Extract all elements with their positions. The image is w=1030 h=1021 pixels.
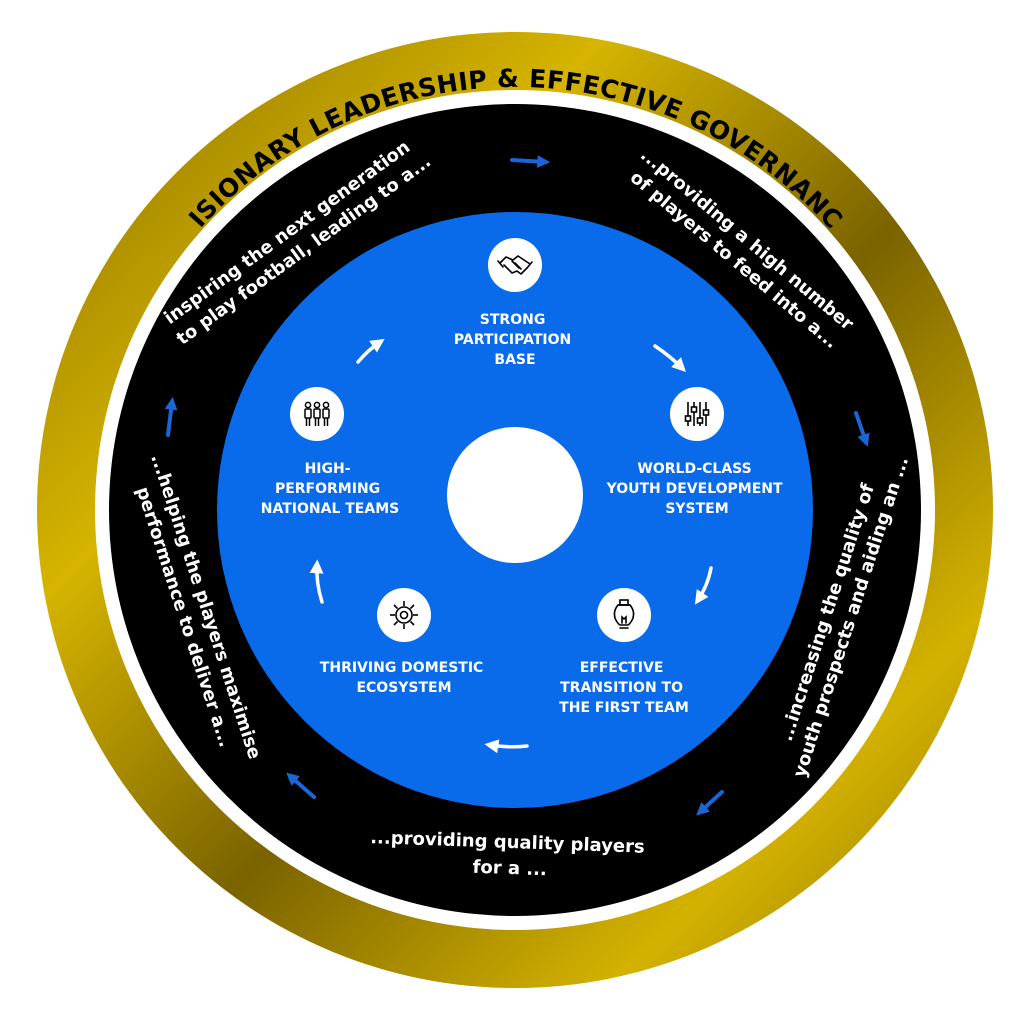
inner-arrow-5 bbox=[309, 559, 324, 604]
inner-arrows bbox=[309, 338, 713, 754]
lightbulb-icon bbox=[613, 599, 635, 629]
inner-arrow-4 bbox=[484, 739, 529, 754]
node-transition: EFFECTIVE TRANSITION TO THE FIRST TEAM bbox=[559, 588, 689, 716]
node-national-line3: NATIONAL TEAMS bbox=[261, 501, 399, 517]
node-youth: WORLD-CLASS YOUTH DEVELOPMENT SYSTEM bbox=[606, 387, 788, 517]
outer-arrow-1 bbox=[510, 155, 551, 168]
node-domestic: THRIVING DOMESTIC ECOSYSTEM bbox=[320, 588, 488, 696]
inner-arrow-2 bbox=[653, 344, 686, 372]
handshake-icon bbox=[497, 255, 533, 275]
team-icon bbox=[304, 401, 330, 426]
svg-text:STRONG PARTICIPATION: STRONG PARTICIPATION BASE bbox=[454, 312, 576, 368]
node-national: HIGH- PERFORMING NATIONAL TEAMS bbox=[261, 387, 399, 517]
statement-s4-line2: for a ... bbox=[472, 857, 547, 881]
svg-text:WORLD-CLASS YOUTH DEVELO: WORLD-CLASS YOUTH DEVELOPMENT SYSTEM bbox=[606, 461, 788, 517]
outer-arrows bbox=[164, 155, 870, 816]
node-national-line2: PERFORMING bbox=[275, 481, 380, 497]
lightbulb-icon-bg bbox=[597, 588, 651, 642]
outer-arrow-4 bbox=[286, 772, 316, 799]
node-participation-line1: STRONG bbox=[480, 312, 546, 328]
center-circle bbox=[447, 427, 583, 563]
svg-text:HIGH- PERFORMING N: HIGH- PERFORMING NATIONAL TEAMS bbox=[261, 461, 399, 517]
node-youth-line2: YOUTH DEVELOPMENT bbox=[606, 481, 783, 497]
node-domestic-line1: THRIVING DOMESTIC bbox=[320, 660, 484, 676]
node-youth-line3: SYSTEM bbox=[665, 501, 728, 517]
inner-arrow-3 bbox=[694, 566, 713, 605]
gear-icon bbox=[390, 601, 418, 629]
node-participation-line3: BASE bbox=[494, 352, 535, 368]
node-national-line1: HIGH- bbox=[305, 461, 351, 477]
gear-icon-bg bbox=[377, 588, 431, 642]
node-participation-line2: PARTICIPATION bbox=[454, 332, 571, 348]
svg-text:THRIVING DOMESTIC ECOSYS: THRIVING DOMESTIC ECOSYSTEM bbox=[320, 660, 488, 696]
outer-arrow-2 bbox=[854, 411, 870, 447]
equalizer-icon bbox=[684, 402, 710, 426]
team-icon-bg bbox=[290, 387, 344, 441]
node-transition-line1: EFFECTIVE bbox=[580, 660, 664, 676]
inner-arrow-1 bbox=[356, 338, 385, 364]
node-youth-line1: WORLD-CLASS bbox=[637, 461, 751, 477]
node-transition-line2: TRANSITION TO bbox=[560, 680, 683, 696]
node-transition-line3: THE FIRST TEAM bbox=[559, 700, 689, 716]
outer-arrow-3 bbox=[696, 790, 724, 816]
node-participation: STRONG PARTICIPATION BASE bbox=[454, 238, 576, 368]
equalizer-icon-bg bbox=[670, 387, 724, 441]
svg-text:EFFECTIVE TRANSITION TO: EFFECTIVE TRANSITION TO THE FIRST TEAM bbox=[559, 660, 689, 716]
node-domestic-line2: ECOSYSTEM bbox=[356, 680, 451, 696]
outer-arrow-5 bbox=[164, 396, 178, 437]
